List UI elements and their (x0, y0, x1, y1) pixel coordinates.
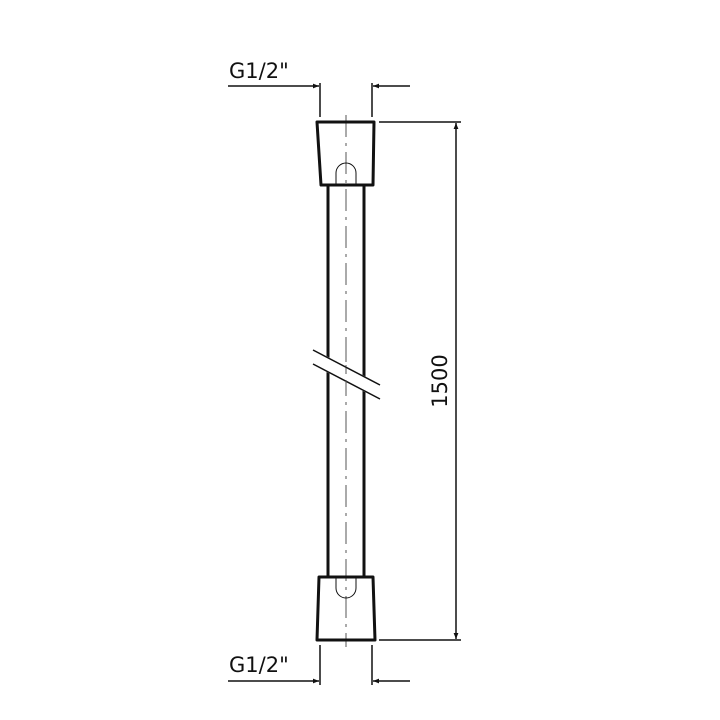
bottom-thread-dimension (228, 645, 410, 685)
bottom-thread-label: G1/2" (229, 653, 289, 677)
top-thread-label: G1/2" (229, 59, 289, 83)
top-thread-dimension (228, 83, 410, 117)
length-dimension (379, 121, 461, 641)
bottom-nut (315, 575, 377, 642)
top-nut (315, 120, 376, 187)
length-label: 1500 (428, 354, 452, 407)
